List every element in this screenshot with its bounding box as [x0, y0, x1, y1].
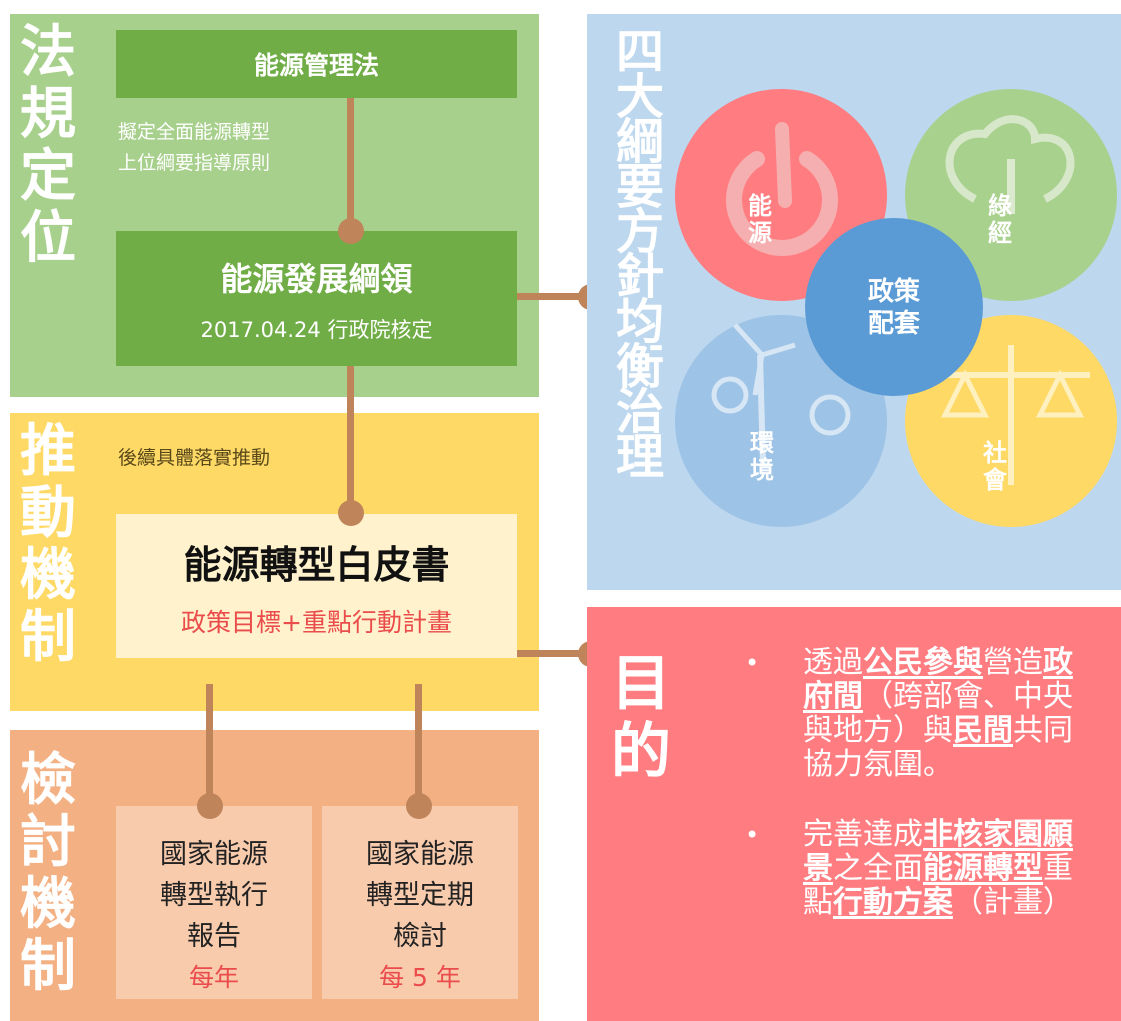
- green-economy-label: 綠 經: [988, 192, 1012, 247]
- purpose-item-participation: • 透過公民參與營造政府間（跨部會、中央與地方）與民間共同協力氛圍。: [745, 645, 1073, 782]
- connector-whitepaper-to-review: [415, 684, 422, 806]
- execution-report-frequency: 每年: [188, 963, 239, 992]
- energy-label: 能 源: [748, 192, 772, 247]
- periodic-review-box: 國家能源 轉型定期 檢討 每 5 年: [322, 806, 518, 999]
- connector-whitepaper-to-report: [206, 684, 213, 806]
- promotion-section-title: 推 動 機 制: [20, 419, 76, 670]
- whitepaper-box: 能源轉型白皮書 政策目標+重點行動計畫: [116, 514, 517, 658]
- bullet-icon: •: [745, 649, 760, 677]
- review-section-title: 檢 討 機 制: [20, 748, 76, 999]
- periodic-review-label: 國家能源 轉型定期 檢討: [366, 839, 474, 952]
- connector-guideline-to-principles: [517, 293, 591, 300]
- periodic-review-frequency: 每 5 年: [379, 963, 461, 992]
- principles-section-title: 四 大 綱 要 方 針 均 衡 治 理: [615, 24, 664, 485]
- whitepaper-title: 能源轉型白皮書: [183, 542, 450, 587]
- connector-dot-whitepaper: [338, 500, 364, 526]
- energy-management-act-box: 能源管理法: [116, 30, 517, 98]
- scale-icon: [935, 345, 1090, 485]
- whitepaper-subtitle: 政策目標+重點行動計畫: [181, 607, 452, 637]
- policy-support-circle: [805, 218, 983, 396]
- wind-turbine-icon: [711, 323, 851, 466]
- purpose-item-transition: • 完善達成非核家園願景之全面能源轉型重點行動方案（計畫）: [745, 817, 1073, 920]
- purpose-section-title: 目 的: [611, 649, 671, 787]
- connector-dot-guideline: [338, 218, 364, 244]
- connector-dot-review: [406, 793, 432, 819]
- purpose-list: • 透過公民參與營造政府間（跨部會、中央與地方）與民間共同協力氛圍。 • 完善達…: [745, 646, 1095, 956]
- legal-section-title: 法 規 定 位: [20, 20, 76, 271]
- energy-guideline-box: 能源發展綱領 2017.04.24 行政院核定: [116, 231, 517, 366]
- connector-guideline-to-whitepaper: [347, 366, 354, 514]
- society-label: 社 會: [983, 439, 1007, 494]
- policy-support-label: 政策 配套: [867, 277, 920, 339]
- legal-note: 擬定全面能源轉型 上位綱要指導原則: [118, 121, 271, 174]
- power-icon: [726, 122, 838, 256]
- promotion-note: 後續具體落實推動: [118, 447, 271, 469]
- purpose-section: [587, 607, 1121, 1021]
- connector-dot-report: [197, 793, 223, 819]
- execution-report-label: 國家能源 轉型執行 報告: [160, 839, 268, 952]
- bullet-icon: •: [745, 821, 760, 849]
- energy-management-act-label: 能源管理法: [253, 51, 379, 80]
- environment-label: 環 境: [750, 429, 774, 484]
- execution-report-box: 國家能源 轉型執行 報告 每年: [116, 806, 312, 999]
- energy-guideline-approval: 2017.04.24 行政院核定: [200, 317, 433, 342]
- energy-guideline-title: 能源發展綱領: [220, 259, 413, 298]
- tree-icon: [945, 115, 1075, 214]
- connector-whitepaper-to-purpose: [517, 650, 591, 657]
- connector-act-to-guideline: [347, 98, 354, 231]
